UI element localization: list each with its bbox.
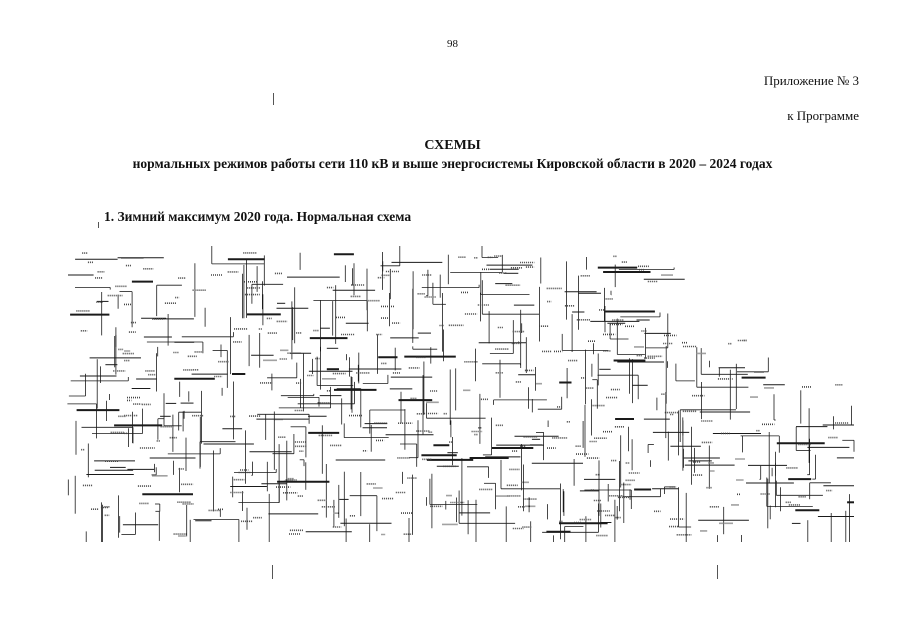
scan-mark bbox=[273, 93, 274, 105]
scan-mark bbox=[717, 565, 718, 579]
schematic-annotations bbox=[76, 252, 849, 537]
power-grid-schematic bbox=[67, 246, 855, 542]
appendix-reference: к Программе bbox=[787, 108, 859, 123]
scan-mark bbox=[98, 222, 99, 228]
document-title: СХЕМЫ bbox=[424, 138, 481, 153]
section-heading: 1. Зимний максимум 2020 года. Нормальная… bbox=[104, 209, 412, 224]
scan-mark bbox=[272, 565, 273, 579]
document-subtitle: нормальных режимов работы сети 110 кВ и … bbox=[132, 156, 773, 171]
page-number: 98 bbox=[447, 38, 458, 50]
appendix-number: Приложение № 3 bbox=[763, 73, 859, 88]
schematic-lines bbox=[67, 246, 855, 542]
